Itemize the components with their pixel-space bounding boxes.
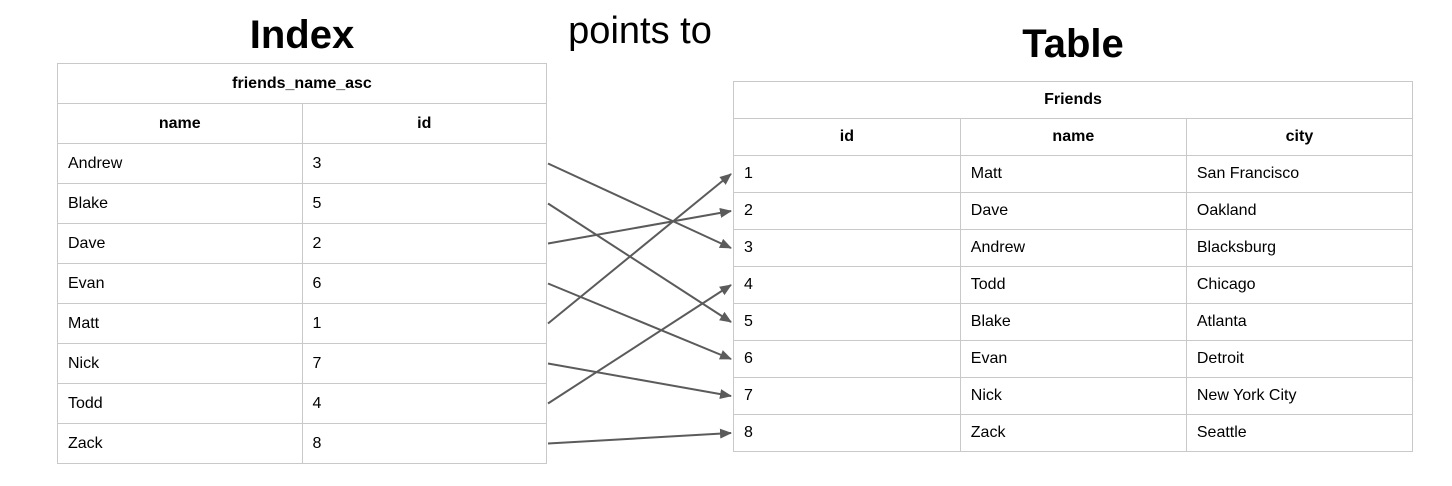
cell-id: 7 [301, 343, 547, 384]
pointer-arrow [547, 282, 732, 360]
cell-city: Oakland [1185, 192, 1414, 230]
cell-name: Matt [959, 155, 1187, 193]
index-table-title-row: friends_name_asc [57, 63, 547, 104]
cell-id: 5 [301, 183, 547, 224]
friends-col-header-city: city [1185, 118, 1414, 156]
pointer-arrow [547, 162, 732, 249]
cell-name: Zack [959, 414, 1187, 452]
cell-name: Nick [57, 343, 303, 384]
cell-id: 2 [733, 192, 961, 230]
cell-id: 1 [301, 303, 547, 344]
index-title: Index [249, 13, 355, 57]
table-title: Table [1022, 22, 1124, 66]
index-table-head: friends_name_asc name id [57, 63, 547, 144]
friends-table-head: Friends id name city [733, 81, 1414, 156]
cell-name: Todd [959, 266, 1187, 304]
cell-id: 4 [733, 266, 961, 304]
cell-id: 7 [733, 377, 961, 415]
cell-id: 8 [733, 414, 961, 452]
cell-name: Todd [57, 383, 303, 424]
cell-name: Evan [959, 340, 1187, 378]
cell-city: San Francisco [1185, 155, 1414, 193]
cell-city: Detroit [1185, 340, 1414, 378]
cell-name: Evan [57, 263, 303, 304]
cell-city: Atlanta [1185, 303, 1414, 341]
cell-city: Seattle [1185, 414, 1414, 452]
friends-col-header-name: name [959, 118, 1187, 156]
index-table-header-row: name id [57, 103, 547, 144]
cell-id: 8 [301, 423, 547, 464]
cell-name: Andrew [57, 143, 303, 184]
friends-table-title: Friends [733, 81, 1413, 119]
cell-name: Dave [57, 223, 303, 264]
cell-city: Blacksburg [1185, 229, 1414, 267]
index-col-header-name: name [57, 103, 303, 144]
pointer-arrow [547, 202, 732, 323]
cell-id: 4 [301, 383, 547, 424]
cell-name: Matt [57, 303, 303, 344]
cell-name: Nick [959, 377, 1187, 415]
pointer-arrow [547, 428, 732, 445]
cell-id: 5 [733, 303, 961, 341]
pointer-arrow [547, 173, 732, 325]
index-col-header-id: id [301, 103, 547, 144]
cell-name: Andrew [959, 229, 1187, 267]
cell-name: Blake [57, 183, 303, 224]
friends-col-header-id: id [733, 118, 961, 156]
cell-id: 1 [733, 155, 961, 193]
cell-id: 2 [301, 223, 547, 264]
pointer-arrow [547, 208, 732, 245]
cell-id: 6 [733, 340, 961, 378]
pointer-arrow [547, 362, 732, 399]
cell-city: New York City [1185, 377, 1414, 415]
points-to-label: points to [568, 10, 712, 52]
friends-table-header-row: id name city [733, 118, 1414, 156]
cell-name: Dave [959, 192, 1187, 230]
cell-name: Blake [959, 303, 1187, 341]
cell-id: 6 [301, 263, 547, 304]
cell-name: Zack [57, 423, 303, 464]
cell-id: 3 [301, 143, 547, 184]
friends-table-title-row: Friends [733, 81, 1413, 119]
pointer-arrow [547, 284, 732, 405]
cell-city: Chicago [1185, 266, 1414, 304]
cell-id: 3 [733, 229, 961, 267]
index-table-title: friends_name_asc [57, 63, 547, 104]
